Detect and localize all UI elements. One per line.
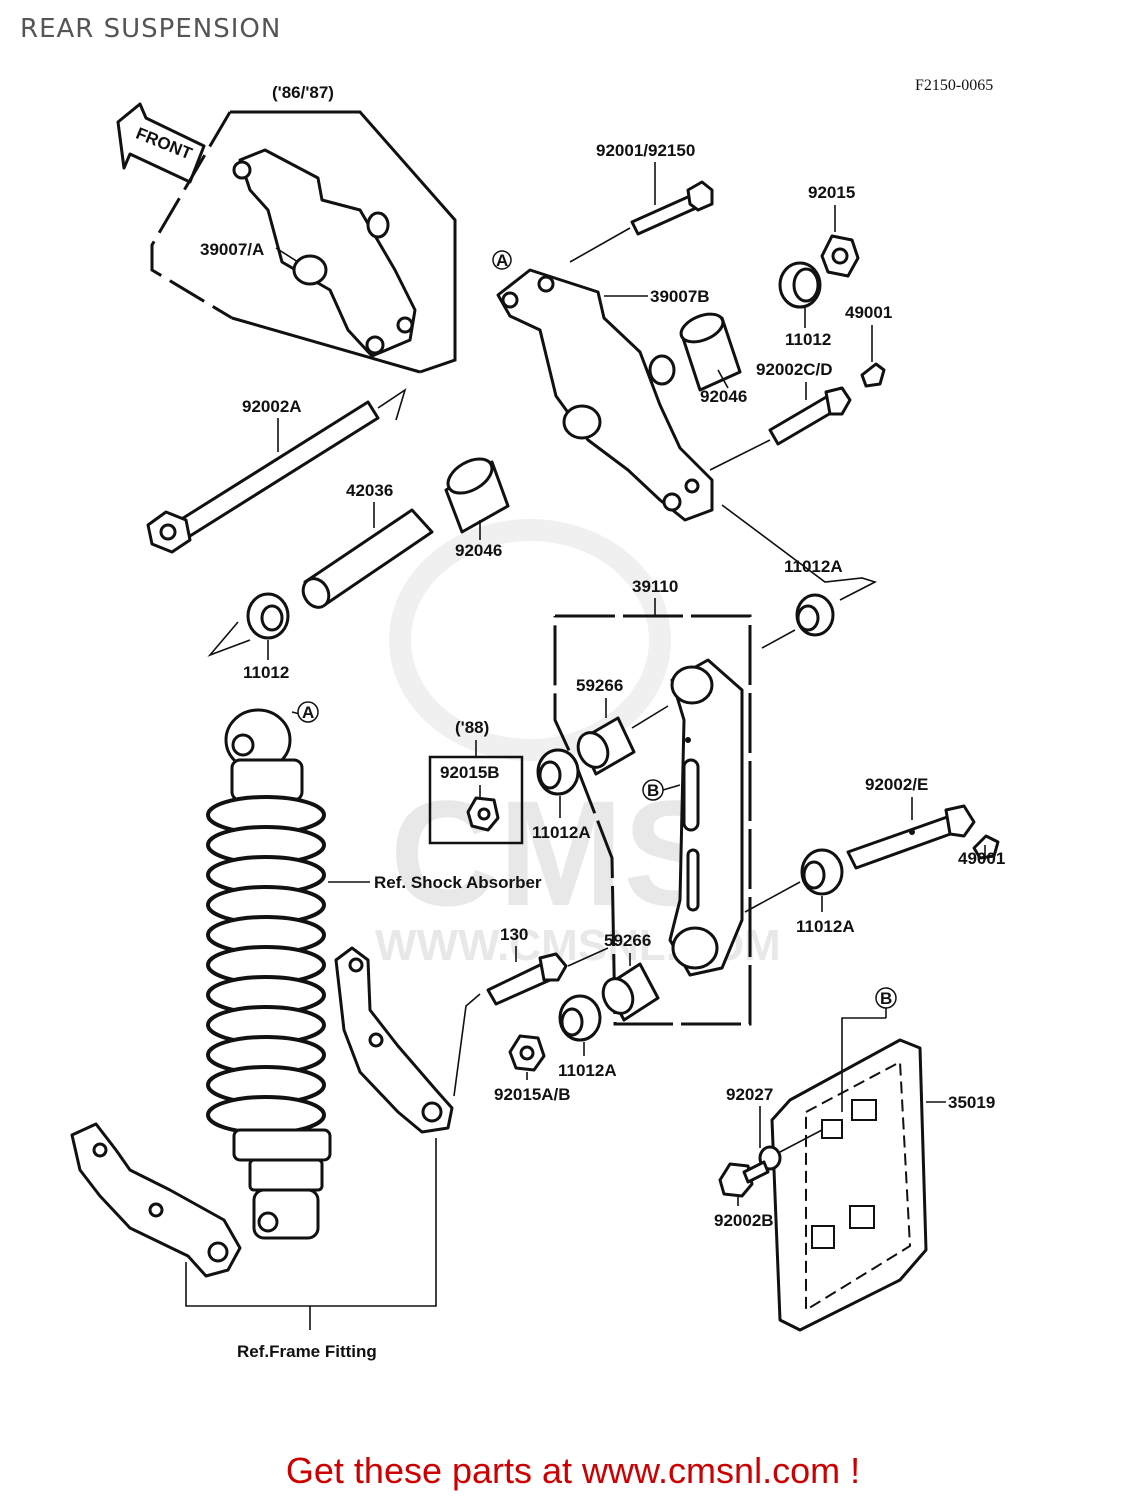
frame-fitting-plates: Ref.Frame Fitting: [70, 946, 481, 1361]
ref-marker-a-icon: A: [492, 250, 512, 270]
callout-92046-top: 92046: [700, 387, 747, 406]
nut-92015ab: 92015A/B: [494, 1034, 571, 1104]
seal-11012a-top: 11012A: [721, 504, 878, 649]
seal-11012a-right: 11012A: [744, 848, 855, 936]
seal-11012a-mid: 11012A: [532, 748, 591, 842]
page-title: REAR SUSPENSION: [20, 14, 282, 44]
callout-11012a-bottom: 11012A: [558, 1061, 617, 1080]
callout-92001: 92001/92150: [596, 141, 695, 160]
bushing-59266-top: 59266: [576, 676, 669, 776]
callout-49001-top: 49001: [845, 303, 892, 322]
callout-11012-left: 11012: [243, 663, 289, 682]
callout-39007a: 39007/A: [200, 240, 264, 259]
svg-text:A: A: [496, 251, 508, 270]
bracket-39007b: 39007B A: [492, 250, 714, 522]
variant-86-87-box: ('86/'87) 39007/A: [150, 83, 457, 374]
seal-11012-top: 11012: [778, 261, 831, 349]
promo-link[interactable]: Get these parts at www.cmsnl.com !: [285, 1450, 861, 1491]
callout-11012a-mid: 11012A: [532, 823, 591, 842]
callout-39110: 39110: [632, 577, 678, 596]
callout-92027: 92027: [726, 1085, 773, 1104]
bearing-92046-top: 92046: [679, 312, 747, 406]
parts-diagram: CMS WWW.CMSNL.COM F2150-0065 FRONT ('86/…: [70, 77, 1005, 1361]
bolt-130: 130: [486, 925, 609, 1006]
ref-marker-b-icon: B: [642, 779, 664, 801]
guard-35019: 35019 B: [770, 987, 995, 1332]
bolt-92002e: 92002/E: [846, 775, 976, 870]
callout-92002b: 92002B: [714, 1211, 774, 1230]
bolt-92001: 92001/92150: [569, 141, 714, 263]
callout-92002e: 92002/E: [865, 775, 928, 794]
svg-text:B: B: [647, 781, 659, 800]
front-arrow-icon: FRONT: [116, 102, 206, 184]
diagram-code: F2150-0065: [915, 77, 993, 94]
callout-92002cd: 92002C/D: [756, 360, 833, 379]
callout-92046-mid: 92046: [455, 541, 502, 560]
ref-marker-b-icon: B: [875, 987, 897, 1009]
fitting-49001-top: 49001: [845, 303, 892, 388]
bushing-59266-bottom: 59266: [601, 931, 660, 1022]
callout-ref-shock: Ref. Shock Absorber: [374, 873, 542, 892]
shock-absorber: Ref. Shock Absorber A: [206, 701, 542, 1240]
callout-49001-right: 49001: [958, 849, 1005, 868]
svg-text:B: B: [880, 989, 892, 1008]
bearing-92046-mid: 92046: [444, 457, 510, 560]
fitting-49001-right: 49001: [958, 834, 1005, 868]
variant-88-box: ('88) 92015B: [428, 718, 524, 845]
callout-35019: 35019: [948, 1093, 995, 1112]
callout-39007b: 39007B: [650, 287, 710, 306]
callout-11012a-right: 11012A: [796, 917, 855, 936]
callout-59266-bottom: 59266: [604, 931, 651, 950]
svg-text:A: A: [302, 703, 314, 722]
collar-42036: 42036: [301, 481, 434, 609]
label-88: ('88): [455, 718, 489, 737]
nut-92015: 92015: [808, 183, 860, 278]
seal-11012a-bottom: 11012A: [558, 994, 617, 1080]
seal-11012-left: 11012: [207, 592, 290, 682]
callout-92015ab: 92015A/B: [494, 1085, 571, 1104]
watermark-brand: CMS: [390, 769, 723, 937]
label-86-87: ('86/'87): [272, 83, 334, 102]
bolt-92002b: 92002B: [714, 1160, 774, 1230]
callout-59266-top: 59266: [576, 676, 623, 695]
callout-92002a: 92002A: [242, 397, 302, 416]
ref-marker-a-icon: A: [297, 701, 319, 723]
callout-11012-top: 11012: [785, 330, 831, 349]
callout-ref-frame: Ref.Frame Fitting: [237, 1342, 377, 1361]
callout-130: 130: [500, 925, 528, 944]
rod-39110: 39110 B: [553, 577, 752, 1026]
bolt-92002cd: 92002C/D: [709, 360, 852, 471]
callout-92015b: 92015B: [440, 763, 500, 782]
callout-92015: 92015: [808, 183, 855, 202]
callout-42036: 42036: [346, 481, 393, 500]
bolt-92002a: 92002A: [146, 388, 407, 554]
